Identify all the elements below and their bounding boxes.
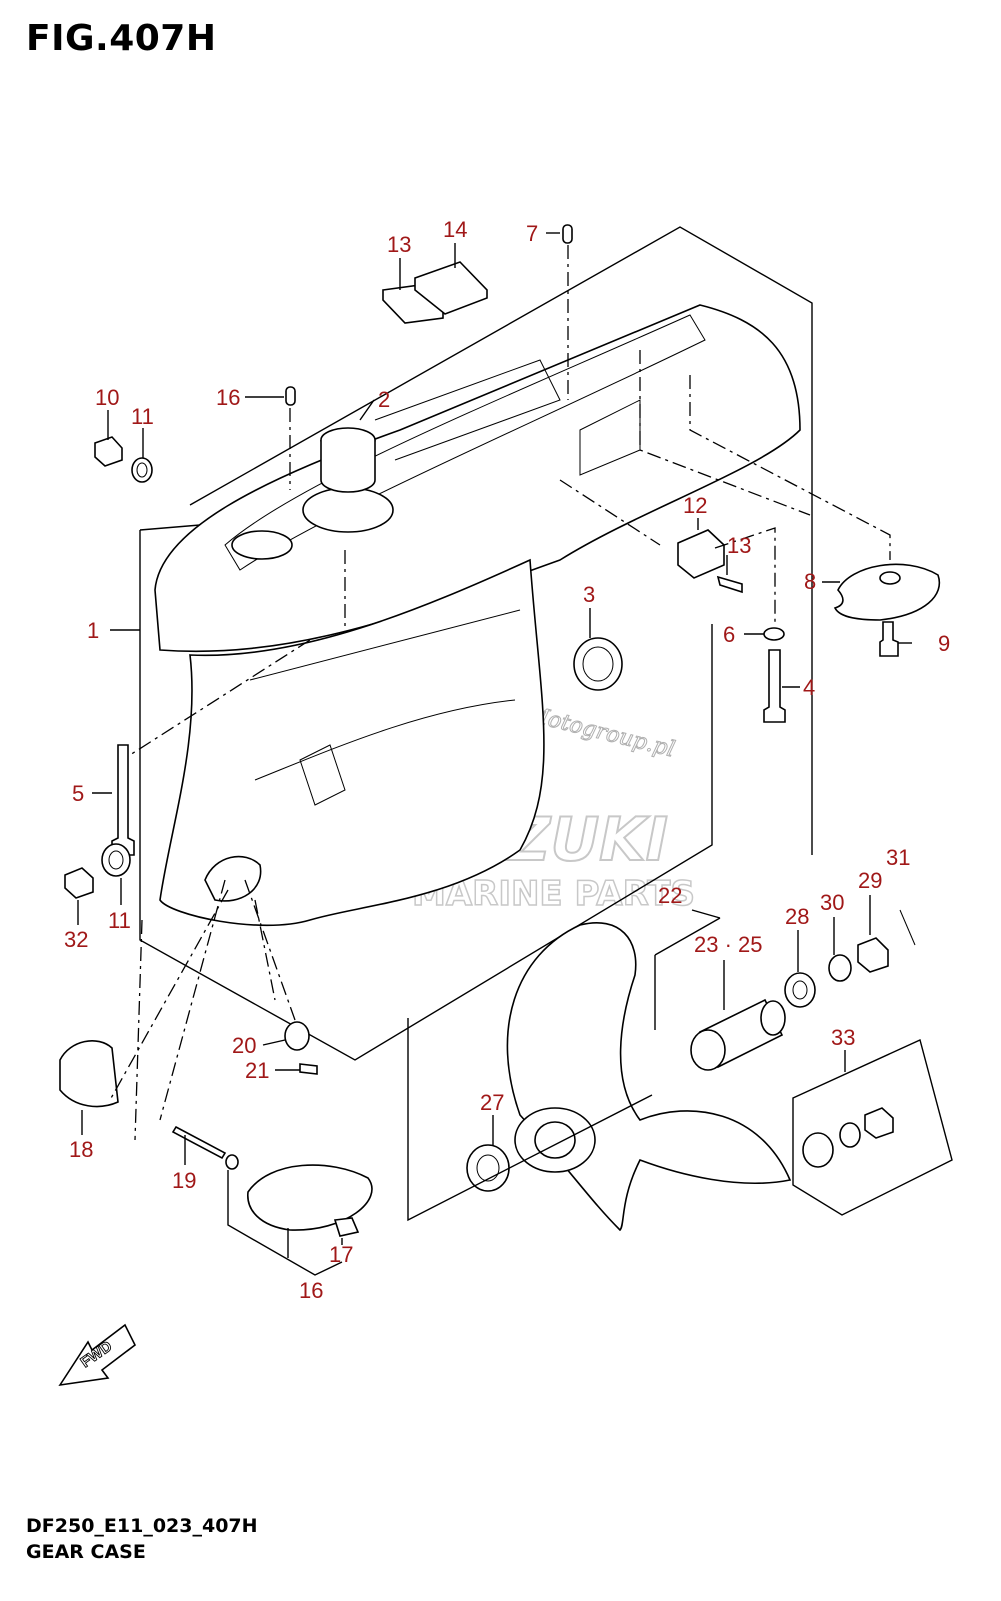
guide-lines [109,245,891,1141]
callout-6: 6 [723,622,735,647]
callout-22: 21 [245,1058,269,1083]
plate-8 [833,563,941,621]
callout-3: 3 [583,582,595,607]
callout-12: 12 [683,493,707,518]
callout-18: 17 [329,1242,353,1267]
figure-title: FIG.407H [26,18,217,59]
callout-24-26: 23 · 25 [694,932,763,957]
callout-16: 16 [216,385,240,410]
plate-15 [414,261,488,315]
pin-7 [562,224,573,244]
callout-23-25: 22 [658,883,682,908]
callout-33: 33 [831,1025,855,1050]
callout-14: 13 [387,232,411,257]
plug-10 [94,436,123,467]
callout-30: 30 [820,890,844,915]
leader-lines [77,232,912,1276]
callout-8: 8 [804,569,816,594]
callout-31: 31 [886,845,910,870]
callout-27: 27 [480,1090,504,1115]
callout-28: 28 [785,904,809,929]
callout-7: 7 [526,221,538,246]
callout-11-upper: 11 [131,404,154,429]
callout-4: 4 [803,675,815,700]
callout-5: 5 [72,781,84,806]
callout-21: 20 [232,1033,256,1058]
pin-16 [285,386,296,406]
callout-11-lower: 11 [108,908,131,933]
callout-17: 16 [299,1278,323,1303]
fwd-arrow: FWD [58,1323,137,1387]
small-parts [59,224,953,1237]
diagram-code: DF250_E11_023_407H [26,1515,258,1537]
callout-1: 1 [87,618,99,643]
callout-9: 9 [938,631,950,656]
block-12 [677,529,725,579]
callout-10: 10 [95,385,119,410]
callout-2: 2 [378,387,390,412]
watermark-site: Motogroup.pl [523,701,678,762]
callout-15: 14 [443,217,467,242]
assembly-frame [139,226,813,1061]
diagram-caption: GEAR CASE [26,1541,146,1563]
callout-20: 19 [172,1168,196,1193]
callout-32: 32 [64,927,88,952]
callout-numbers: 13 14 7 16 2 10 11 12 13 8 3 1 6 9 4 5 3… [64,217,950,1303]
callout-19: 18 [69,1137,93,1162]
callout-13: 13 [727,533,751,558]
callout-29: 29 [858,868,882,893]
gear-case-housing [154,304,801,927]
